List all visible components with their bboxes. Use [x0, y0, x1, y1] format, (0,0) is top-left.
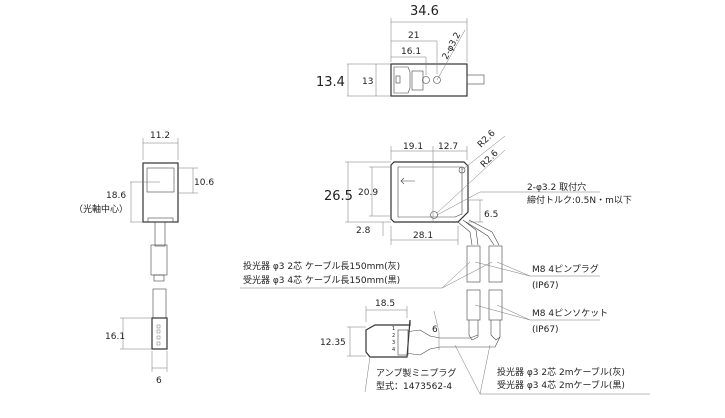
long-cable-line2: 受光器 φ3 4芯 2mケーブル(黒) [497, 379, 625, 391]
mount-hole [422, 76, 430, 84]
mount-hole [433, 76, 441, 84]
pin-4: 4 [392, 347, 395, 353]
mount-holes-label: 2-φ3.2 取付穴 [527, 181, 586, 193]
torque-label: 締付トルク:0.5N・m以下 [527, 194, 632, 206]
dim-2.8: 2.8 [356, 226, 371, 236]
dim-r2.6-bottom: R2.6 [479, 148, 501, 170]
long-cable-line1: 投光器 φ3 2芯 2mケーブル(灰) [497, 366, 625, 378]
pin-1: 1 [392, 326, 395, 332]
dim-26.5: 26.5 [324, 189, 353, 204]
m8-plug-receiver [488, 245, 503, 283]
cable [154, 221, 166, 247]
dim-18.6: 18.6 [106, 191, 126, 201]
dim-16.1: 16.1 [401, 47, 421, 57]
sensor-body-top [390, 63, 468, 97]
dim-18.5: 18.5 [375, 299, 395, 309]
mini-plug-model: 型式：1473562-4 [376, 380, 452, 392]
short-cable-line1: 投光器 φ3 2芯 ケーブル長150mm(灰) [243, 260, 400, 272]
connector-socket [152, 288, 167, 320]
dim-20.9: 20.9 [358, 188, 378, 198]
dim-13: 13 [362, 77, 373, 87]
m8-socket-emitter [466, 289, 481, 321]
mini-plug [365, 319, 411, 358]
m8-socket-label: M8 4ピンソケット [532, 308, 608, 319]
dim-10.6: 10.6 [194, 178, 214, 188]
dim-13.4: 13.4 [316, 75, 345, 90]
m8-plug-label: M8 4ピンプラグ [532, 263, 599, 275]
short-cable-line2: 受光器 φ3 4芯 ケーブル長150mm(黒) [243, 274, 400, 286]
dim-19.1: 19.1 [403, 142, 423, 152]
m8-socket-rating: (IP67) [532, 325, 559, 335]
dim-6-plug: 6 [156, 376, 162, 386]
m8-plug-emitter [466, 245, 481, 283]
dim-6-cable: 6 [432, 325, 438, 335]
mini-plug-name: アンプ製ミニプラグ [376, 367, 456, 379]
dim-34.6: 34.6 [410, 4, 439, 19]
dim-12.7: 12.7 [438, 142, 458, 152]
dim-r2.6-top: R2.6 [476, 128, 498, 150]
cable-assembly: 1 2 3 4 投光器 φ3 2芯 ケーブル長150mm(灰) 受光器 φ3 4… [240, 219, 650, 395]
pin-3: 3 [392, 340, 395, 346]
mini-plug-side [151, 317, 168, 350]
dim-holes: 2-φ3.2 [441, 31, 464, 62]
dim-21: 21 [408, 31, 419, 41]
cable-stub [466, 74, 485, 85]
side-view: 11.2 10.6 18.6 （光軸中心） 16.1 6 [74, 131, 214, 386]
dim-16.1-plug: 16.1 [105, 332, 125, 342]
pin-2: 2 [392, 333, 395, 339]
mount-hole [458, 166, 466, 174]
m8-plug-rating: (IP67) [532, 281, 559, 291]
dim-28.1: 28.1 [413, 231, 433, 241]
dim-12.35: 12.35 [320, 338, 346, 348]
sensor-body-front [390, 161, 469, 223]
top-view: 34.6 21 16.1 13.4 13 2-φ3.2 [316, 4, 485, 97]
front-view: 26.5 20.9 19.1 12.7 R2.6 R2.6 2-φ3.2 取付穴… [324, 128, 632, 245]
sensor-body-side [142, 162, 179, 223]
optical-axis-note: （光軸中心） [74, 203, 128, 215]
dim-11.2: 11.2 [150, 131, 170, 141]
m8-socket-receiver [488, 289, 503, 321]
dim-6.5: 6.5 [484, 210, 498, 220]
connector-plug [150, 244, 168, 276]
